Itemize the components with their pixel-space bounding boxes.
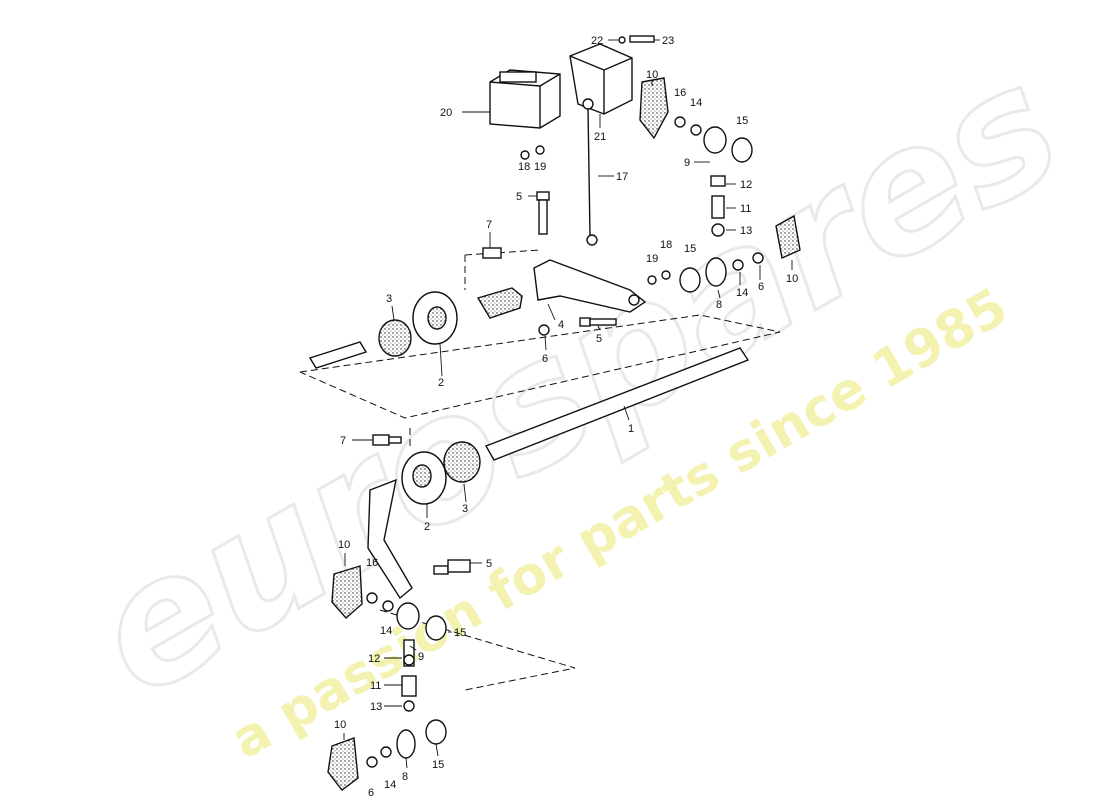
screw-22-23 bbox=[618, 35, 655, 44]
callout-15: 15 bbox=[432, 759, 444, 771]
leader-lines bbox=[343, 39, 793, 769]
callout-10: 10 bbox=[334, 719, 346, 731]
callout-6: 6 bbox=[368, 787, 374, 799]
flange-2-lower bbox=[401, 451, 447, 505]
callout-10: 10 bbox=[786, 273, 798, 285]
bushing-3-upper bbox=[378, 319, 412, 357]
callout-15: 15 bbox=[454, 627, 466, 639]
callout-14: 14 bbox=[384, 779, 396, 791]
linkage-rod-17 bbox=[582, 98, 598, 246]
callout-5: 5 bbox=[516, 191, 522, 203]
callout-8: 8 bbox=[402, 771, 408, 783]
callout-1: 1 bbox=[628, 423, 634, 435]
bolt-5-crank bbox=[433, 559, 471, 575]
callout-15: 15 bbox=[736, 115, 748, 127]
callout-16: 16 bbox=[674, 87, 686, 99]
shaft-stub bbox=[308, 341, 368, 369]
callout-19: 19 bbox=[534, 161, 546, 173]
watermark: eurospares a passion for parts since 198… bbox=[60, 25, 1093, 771]
callout-14: 14 bbox=[380, 625, 392, 637]
callout-19: 19 bbox=[646, 253, 658, 265]
shaft-1 bbox=[484, 347, 750, 461]
callout-13: 13 bbox=[740, 225, 752, 237]
callout-10: 10 bbox=[646, 69, 658, 81]
callout-6: 6 bbox=[758, 281, 764, 293]
control-unit-20 bbox=[489, 69, 561, 129]
callout-21: 21 bbox=[594, 131, 606, 143]
callout-5: 5 bbox=[486, 558, 492, 570]
bolt-7-upper bbox=[482, 247, 502, 259]
callout-6: 6 bbox=[542, 353, 548, 365]
bolt-5-upper bbox=[536, 191, 550, 235]
callout-8: 8 bbox=[716, 299, 722, 311]
callout-22: 22 bbox=[591, 35, 603, 47]
callout-16: 16 bbox=[366, 557, 378, 569]
flange-2-upper bbox=[412, 291, 458, 345]
callout-3: 3 bbox=[386, 293, 392, 305]
callout-23: 23 bbox=[662, 35, 674, 47]
callout-14: 14 bbox=[690, 97, 702, 109]
callout-9: 9 bbox=[684, 157, 690, 169]
lower-links bbox=[327, 565, 447, 791]
callout-14: 14 bbox=[736, 287, 748, 299]
crank-arm bbox=[367, 478, 413, 600]
callout-2: 2 bbox=[424, 521, 430, 533]
callout-11: 11 bbox=[740, 203, 751, 215]
bushing-3-lower bbox=[443, 441, 481, 483]
callout-7: 7 bbox=[340, 435, 346, 447]
nut-6-upper bbox=[538, 324, 550, 336]
bolt-7-lower bbox=[372, 434, 402, 446]
callout-4: 4 bbox=[558, 319, 564, 331]
callout-15: 15 bbox=[684, 243, 696, 255]
right-links-upper bbox=[639, 77, 801, 293]
callout-3: 3 bbox=[462, 503, 468, 515]
callout-12: 12 bbox=[740, 179, 752, 191]
callout-20: 20 bbox=[440, 107, 452, 119]
callout-17: 17 bbox=[616, 171, 628, 183]
callout-10: 10 bbox=[338, 539, 350, 551]
callout-12: 12 bbox=[368, 653, 380, 665]
callout-18: 18 bbox=[660, 239, 672, 251]
callouts: 20 21 22 23 10 16 14 15 9 12 11 13 18 19… bbox=[334, 35, 798, 799]
callout-2: 2 bbox=[438, 377, 444, 389]
bracket-piece bbox=[476, 287, 523, 319]
callout-5: 5 bbox=[596, 333, 602, 345]
washers-18-19 bbox=[520, 145, 545, 160]
lever-4 bbox=[533, 259, 647, 313]
callout-9: 9 bbox=[418, 651, 424, 663]
cover-21 bbox=[569, 43, 633, 115]
callout-13: 13 bbox=[370, 701, 382, 713]
watermark-brand: eurospares bbox=[62, 27, 1092, 736]
callout-7: 7 bbox=[486, 219, 492, 231]
bolt-5-lower bbox=[579, 317, 617, 327]
callout-11: 11 bbox=[370, 680, 381, 692]
callout-18: 18 bbox=[518, 161, 530, 173]
